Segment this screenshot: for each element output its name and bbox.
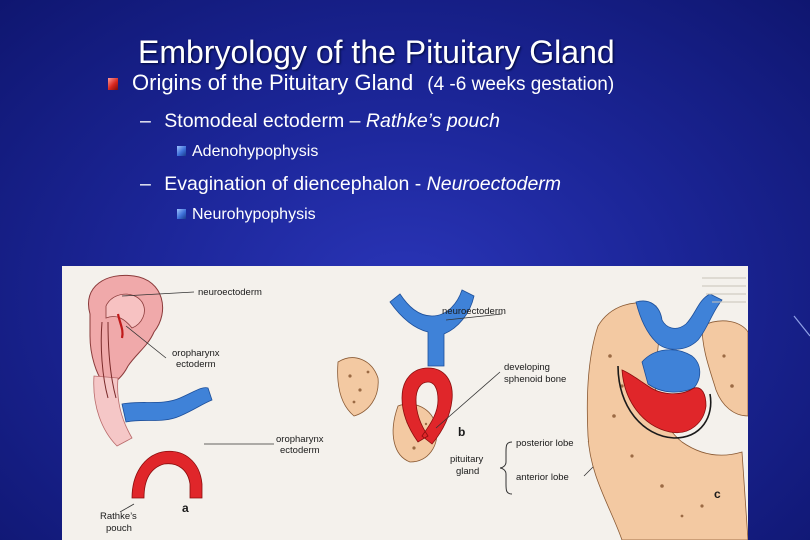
leader-line — [445, 313, 503, 321]
panel-letter-a: a — [182, 501, 189, 515]
label-gland: gland — [456, 466, 479, 477]
pituitary-embryology-figure: neuroectoderm oropharynx ectoderm oropha… — [62, 266, 748, 540]
embryo-brain-fold — [105, 293, 145, 329]
anterior-lobe-c — [621, 369, 707, 434]
panel-letter-c: c — [714, 487, 721, 501]
bullet-square-icon — [108, 78, 118, 90]
brace-shape — [499, 441, 513, 495]
bullet-origins-text: Origins of the Pituitary Gland — [132, 70, 414, 95]
pituitary-capsule — [617, 365, 712, 439]
bullet-origins-subtext: (4 -6 weeks gestation) — [427, 74, 615, 95]
subitem-diencephalon-italic: Neuroectoderm — [426, 173, 562, 195]
page-text-fragment — [702, 277, 746, 303]
figure-svg: neuroectoderm oropharynx ectoderm oropha… — [88, 274, 748, 540]
label-developing: developing — [504, 362, 550, 373]
subitem-diencephalon: – Evagination of diencephalon - Neuroect… — [140, 173, 561, 196]
label-sphenoid-bone: sphenoid bone — [504, 374, 566, 385]
embryo-pouch-line — [107, 321, 117, 399]
subitem-diencephalon-text: Evagination of diencephalon - — [164, 173, 427, 195]
subitem-stomodeal: – Stomodeal ectoderm – Rathke’s pouch — [140, 110, 500, 133]
label-neuroectoderm-b: neuroectoderm — [442, 306, 506, 317]
sphenoid-bone-left — [337, 357, 379, 417]
subitem-stomodeal-italic: Rathke’s pouch — [365, 110, 500, 132]
embryo-body-shape — [93, 375, 133, 447]
leader-line — [435, 371, 501, 429]
sphenoid-bone-c-right — [701, 320, 748, 417]
neuroectoderm-stalk-c — [635, 293, 723, 350]
leader-line — [121, 291, 195, 297]
dash-bullet: – — [140, 110, 151, 132]
panel-letter-b: b — [458, 425, 465, 439]
subitem-neurohypophysis: Neurohypophysis — [192, 206, 316, 223]
label-oropharynx-a: oropharynx — [172, 348, 220, 359]
label-pituitary: pituitary — [450, 454, 484, 465]
embryo-pouch-small — [116, 313, 124, 339]
slide-title: Embryology of the Pituitary Gland — [138, 34, 615, 70]
label-anterior-lobe: anterior lobe — [516, 472, 569, 483]
label-oropharynx-a2: oropharynx — [276, 434, 324, 445]
bullet-square-icon — [177, 146, 186, 156]
posterior-lobe-c — [641, 349, 701, 393]
rathkes-pouch-a — [131, 450, 203, 499]
bone-texture — [608, 354, 734, 518]
bullet-square-icon — [177, 209, 186, 219]
label-rathkes: Rathke’s — [100, 511, 137, 522]
leader-line — [125, 325, 167, 359]
label-pouch: pouch — [106, 523, 132, 534]
neuroectoderm-tube-a — [121, 387, 213, 423]
leader-line — [119, 503, 135, 513]
subitem-adenohypophysis: Adenohypophysis — [192, 143, 319, 160]
bullet-origins: Origins of the Pituitary Gland (4 -6 week… — [132, 70, 614, 96]
label-ectoderm-a2: ectoderm — [280, 445, 320, 456]
embryo-head-shape — [88, 274, 164, 387]
label-neuroectoderm-a: neuroectoderm — [198, 287, 262, 298]
neuroectoderm-b — [389, 289, 475, 367]
label-posterior-lobe: posterior lobe — [516, 438, 574, 449]
decorative-line — [793, 315, 810, 337]
label-ectoderm-a: ectoderm — [176, 359, 216, 370]
embryo-pouch-line — [100, 321, 109, 399]
dash-bullet: – — [140, 173, 151, 195]
subitem-stomodeal-text: Stomodeal ectoderm – — [164, 110, 366, 132]
